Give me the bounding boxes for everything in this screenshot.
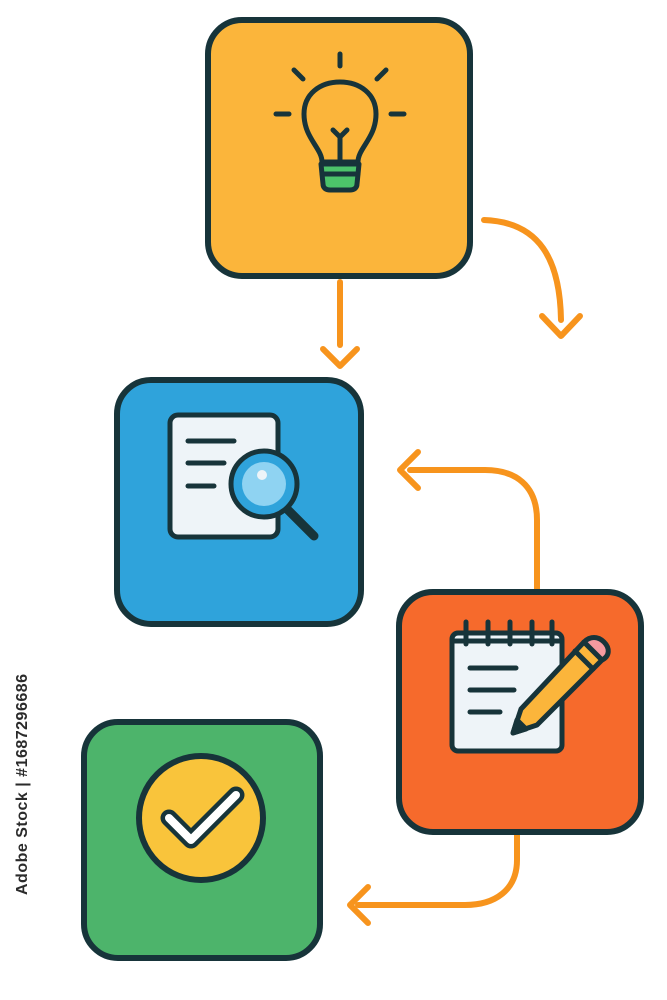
watermark-brand: Adobe Stock xyxy=(14,791,31,895)
arrowhead-draft-to-research xyxy=(397,449,421,491)
arrow-draft-to-done xyxy=(355,832,520,908)
watermark-id: #1687296686 xyxy=(14,673,31,777)
arrows xyxy=(320,217,583,926)
lightbulb-icon xyxy=(273,51,407,193)
arrow-draft-to-research xyxy=(407,467,540,593)
watermark-separator: | xyxy=(14,776,31,792)
node-research xyxy=(114,377,364,627)
node-draft xyxy=(396,589,644,835)
arrowhead-idea-to-draft xyxy=(539,313,583,339)
node-idea xyxy=(205,17,473,279)
stock-watermark: Adobe Stock | #1687296686 xyxy=(14,673,32,895)
node-done xyxy=(81,719,323,961)
arrow-idea-to-draft xyxy=(481,217,564,323)
arrowhead-draft-to-done xyxy=(347,884,371,926)
checkmark-circle-icon xyxy=(136,753,266,883)
arrowhead-idea-to-research xyxy=(320,346,360,369)
notepad-pencil-icon xyxy=(449,619,611,754)
document-search-icon xyxy=(167,412,319,541)
